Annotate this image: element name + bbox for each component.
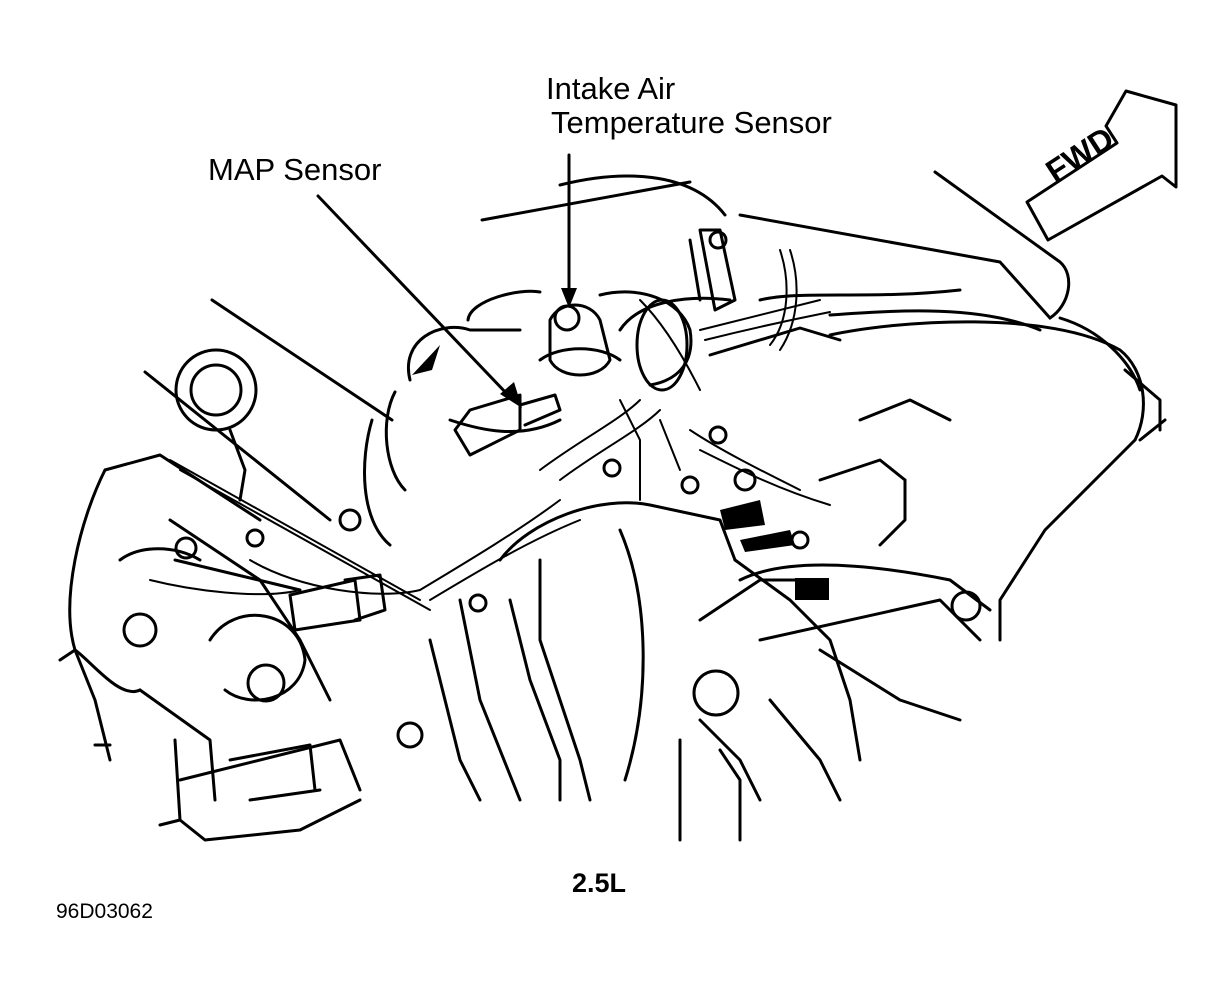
bolt-icon [733,468,757,492]
engine-outline [58,170,1167,842]
bolt-icon [246,663,286,703]
map-sensor-label: MAP Sensor [208,152,382,187]
callout-leaders [316,153,577,408]
bolt-icon [680,475,700,495]
fwd-arrow-icon [1025,89,1178,242]
figure-id-label: 96D03062 [56,900,153,923]
bolt-icon [790,530,810,550]
iat-sensor-label-line2: Temperature Sensor [551,105,832,140]
bolt-icon [553,304,581,332]
bolt-icon [468,593,488,613]
bolt-icon [708,230,728,250]
bolt-icon [122,612,158,648]
bolt-icon [396,721,424,749]
bolt-icon [602,458,622,478]
bolt-icon [245,528,265,548]
bolt-icon [338,508,362,532]
iat-sensor-label-line1: Intake Air [546,71,676,106]
engine-size-label: 2.5L [572,868,627,898]
bolt-icon [708,425,728,445]
map-leader-arrowhead [500,382,522,408]
map-leader-line [316,194,510,397]
iat-leader-arrowhead [561,288,577,308]
bolt-icon [174,536,198,560]
bolt-icon [692,669,740,717]
bolt-icon [950,590,982,622]
